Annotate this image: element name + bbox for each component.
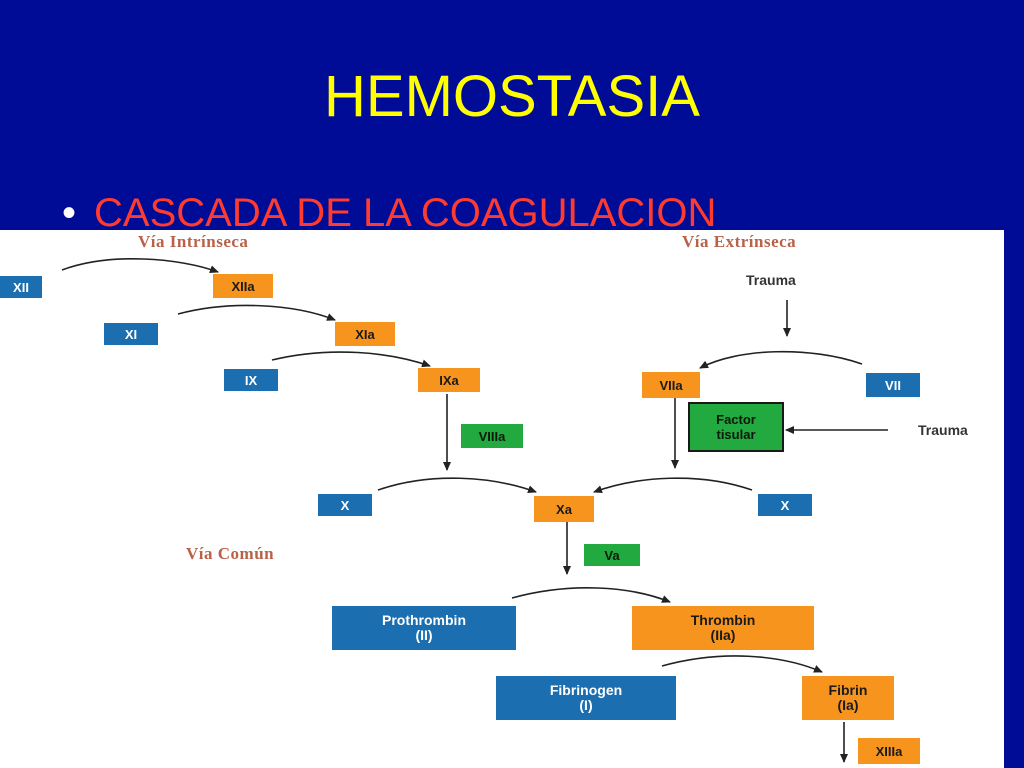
node-thrombin-line1: Thrombin (690, 612, 756, 628)
arrow-vii-to-viia (699, 350, 863, 369)
arrow-xii-to-xiia (61, 258, 219, 273)
arrow-xi-to-xia (177, 304, 336, 321)
node-xi-label: XI (124, 326, 138, 342)
node-prothrombin: Prothrombin (II) (332, 606, 516, 650)
diagram-arrows (61, 258, 888, 763)
node-viia: VIIa (642, 372, 700, 398)
label-trauma-right: Trauma (918, 422, 968, 438)
node-fibrinogen-line1: Fibrinogen (549, 682, 623, 698)
node-viiia: VIIIa (461, 424, 523, 448)
node-xi: XI (104, 323, 158, 345)
arrow-xleft-to-xa (377, 477, 537, 494)
coagulation-diagram: Vía Intrínseca Vía Extrínseca Vía Común … (0, 230, 1004, 768)
node-xia: XIa (335, 322, 395, 346)
node-xii-label: XII (13, 279, 29, 295)
node-viiia-label: VIIIa (478, 428, 506, 444)
node-vii: VII (866, 373, 920, 397)
node-xia-label: XIa (355, 326, 375, 342)
node-fibrinogen: Fibrinogen (I) (496, 676, 676, 720)
node-factor-tisular-line1: Factor (716, 412, 756, 427)
arrow-xright-to-xa (593, 477, 753, 494)
panel-right-edge (1004, 230, 1024, 768)
node-thrombin-line2: (IIa) (710, 627, 736, 643)
node-x-left: X (318, 494, 372, 516)
arrow-prothrombin-to-thrombin (511, 587, 671, 603)
node-x-left-label: X (340, 497, 350, 513)
node-prothrombin-line1: Prothrombin (382, 612, 466, 628)
label-common-pathway: Vía Común (186, 544, 275, 563)
node-xiiia-label: XIIIa (875, 743, 903, 759)
node-x-right: X (758, 494, 812, 516)
arrow-fibrinogen-to-fibrin (661, 655, 823, 673)
label-trauma-top: Trauma (746, 272, 796, 288)
node-vii-label: VII (885, 377, 901, 393)
node-xa-label: Xa (556, 501, 572, 517)
node-factor-tisular: Factor tisular (688, 402, 784, 452)
node-ix: IX (224, 369, 278, 391)
node-xii: XII (0, 276, 42, 298)
node-fibrin-line1: Fibrin (828, 682, 868, 698)
node-xiia: XIIa (213, 274, 273, 298)
node-fibrin-line2: (Ia) (837, 697, 859, 713)
subtitle-bullet-row: • CASCADA DE LA COAGULACION (62, 188, 716, 238)
subtitle-text: CASCADA DE LA COAGULACION (94, 191, 717, 235)
node-fibrin: Fibrin (Ia) (802, 676, 894, 720)
node-thrombin: Thrombin (IIa) (632, 606, 814, 650)
node-ixa: IXa (418, 368, 480, 392)
node-prothrombin-line2: (II) (415, 627, 433, 643)
node-xiia-label: XIIa (231, 278, 255, 294)
node-fibrinogen-line2: (I) (579, 697, 593, 713)
node-xa: Xa (534, 496, 594, 522)
node-factor-tisular-line2: tisular (716, 427, 756, 442)
label-intrinsic-pathway: Vía Intrínseca (138, 232, 249, 251)
node-ixa-label: IXa (439, 372, 459, 388)
node-viia-label: VIIa (659, 377, 683, 393)
slide-title: HEMOSTASIA (324, 64, 700, 129)
label-extrinsic-pathway: Vía Extrínseca (682, 232, 797, 251)
node-va-label: Va (604, 547, 620, 563)
node-ix-label: IX (244, 372, 258, 388)
node-x-right-label: X (780, 497, 790, 513)
arrow-ix-to-ixa (271, 351, 431, 368)
bullet-dot: • (62, 191, 77, 235)
node-xiiia: XIIIa (858, 738, 920, 764)
node-va: Va (584, 544, 640, 566)
